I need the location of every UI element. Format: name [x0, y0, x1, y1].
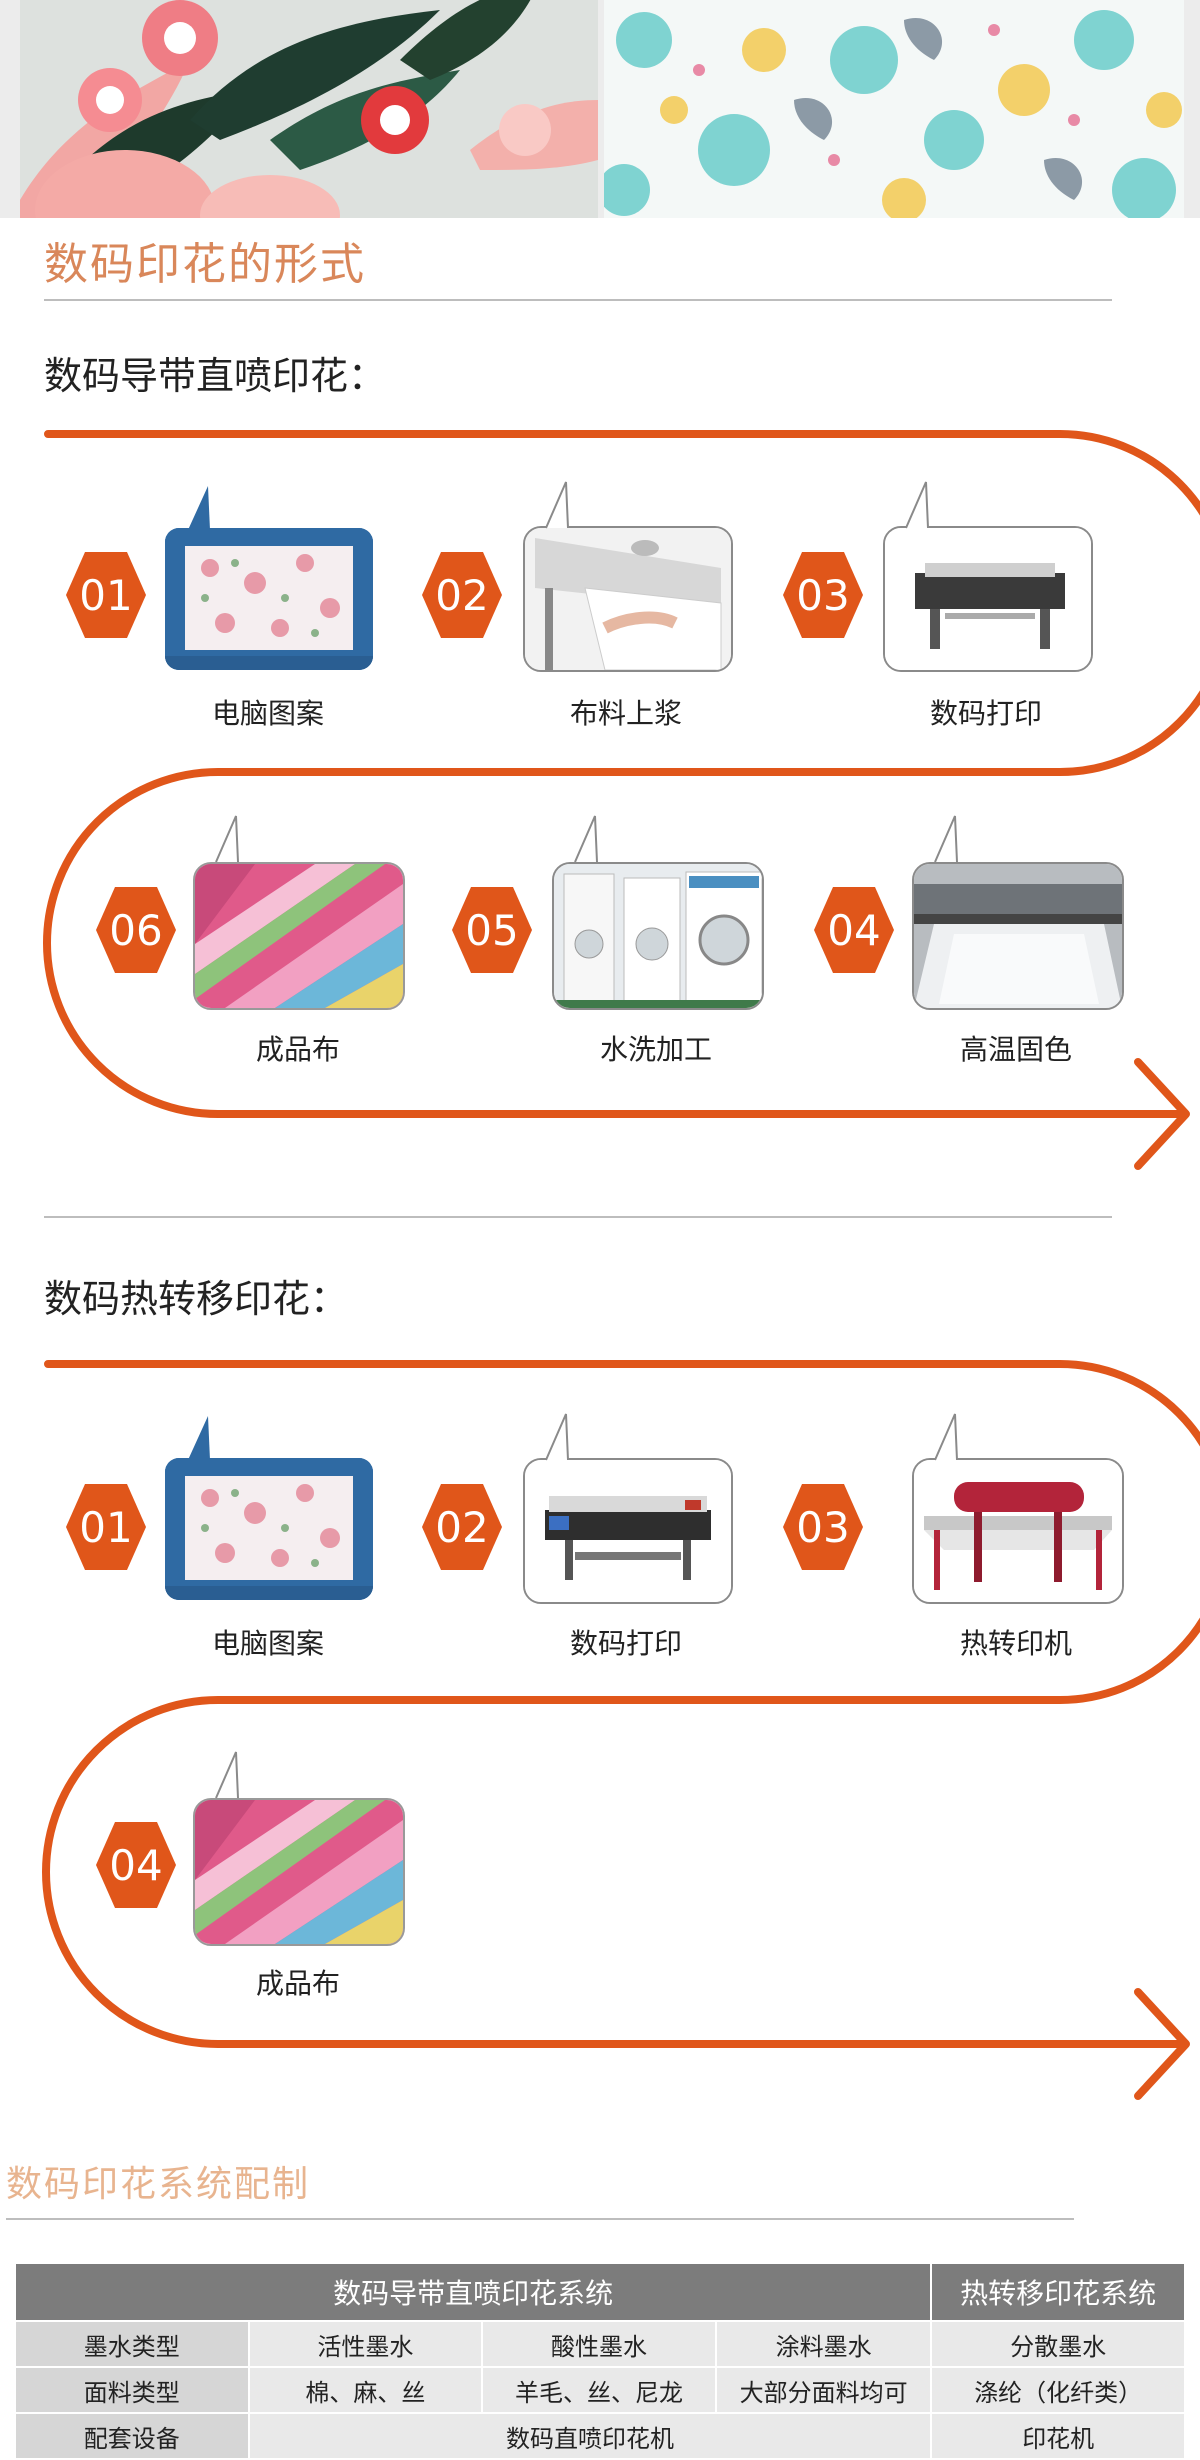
speech-tail	[188, 486, 210, 530]
step-label: 成品布	[255, 1033, 340, 1066]
system-config-table: 数码导带直喷印花系统 热转移印花系统 墨水类型 活性墨水 酸性墨水 涂料墨水 分…	[13, 2262, 1186, 2460]
divider	[6, 2218, 1074, 2220]
svg-text:02: 02	[435, 571, 488, 620]
speech-tail	[545, 481, 569, 529]
step-label: 数码打印	[929, 697, 1042, 730]
finished-fabric-image	[193, 862, 405, 1010]
table-row: 面料类型 棉、麻、丝 羊毛、丝、尼龙 大部分面料均可 涤纶（化纤类）	[14, 2366, 1186, 2414]
table-cell: 酸性墨水	[481, 2320, 717, 2368]
step-number-hexagon: 02	[422, 552, 502, 638]
step-label: 高温固色	[959, 1033, 1072, 1066]
step-number-hexagon: 04	[814, 887, 894, 973]
speech-tail	[215, 1751, 239, 1799]
speech-tail	[934, 815, 958, 863]
digital-printer-image	[523, 1458, 733, 1604]
svg-text:02: 02	[435, 1503, 488, 1552]
table-cell: 墨水类型	[14, 2320, 250, 2368]
transfer-print-title: 数码热转移印花：	[44, 1277, 349, 1321]
svg-text:01: 01	[79, 571, 132, 620]
section-title-system: 数码印花系统配制	[6, 2164, 311, 2205]
transfer-flow-path	[42, 1360, 1200, 2100]
step-label: 成品布	[255, 1967, 340, 2000]
table-cell: 活性墨水	[247, 2320, 484, 2368]
step-number-hexagon: 02	[422, 1484, 502, 1570]
high-temp-fixing-image	[912, 862, 1124, 1010]
svg-text:03: 03	[796, 1503, 849, 1552]
step-number-hexagon: 03	[783, 552, 863, 638]
computer-pattern-image	[165, 1458, 373, 1600]
table-cell: 涂料墨水	[714, 2320, 933, 2368]
table-cell: 数码直喷印花机	[247, 2412, 933, 2460]
table-cell: 大部分面料均可	[714, 2366, 933, 2414]
step-label: 水洗加工	[599, 1033, 712, 1066]
table-row: 墨水类型 活性墨水 酸性墨水 涂料墨水 分散墨水	[14, 2320, 1186, 2368]
speech-tail	[188, 1416, 210, 1460]
direct-flow-path	[43, 430, 1200, 1170]
section-title-forms: 数码印花的形式	[44, 239, 366, 290]
speech-tail	[545, 1413, 569, 1461]
floral-image-left	[20, 0, 598, 218]
direct-print-title: 数码导带直喷印花：	[44, 354, 387, 398]
step-number-hexagon: 06	[96, 887, 176, 973]
step-number-hexagon: 03	[783, 1484, 863, 1570]
speech-tail	[905, 481, 929, 529]
step-label: 电脑图案	[211, 1627, 324, 1660]
step-number-hexagon: 01	[66, 552, 146, 638]
svg-text:04: 04	[827, 906, 880, 955]
heat-press-image	[912, 1458, 1124, 1604]
washing-machine-image	[552, 862, 764, 1010]
step-number-hexagon: 01	[66, 1484, 146, 1570]
step-label: 布料上浆	[569, 697, 682, 730]
table-row: 配套设备 数码直喷印花机 印花机	[14, 2412, 1186, 2460]
svg-text:03: 03	[796, 571, 849, 620]
floral-image-right	[604, 0, 1184, 218]
floral-banner	[0, 0, 1200, 218]
table-header-row: 数码导带直喷印花系统 热转移印花系统	[13, 2262, 1186, 2322]
table-header-transfer: 热转移印花系统	[930, 2262, 1186, 2322]
table-cell: 棉、麻、丝	[247, 2366, 484, 2414]
speech-tail	[934, 1413, 958, 1461]
step-label: 热转印机	[959, 1627, 1072, 1660]
svg-text:01: 01	[79, 1503, 132, 1552]
table-cell: 印花机	[930, 2412, 1186, 2460]
svg-text:06: 06	[109, 906, 162, 955]
fabric-sizing-image	[523, 526, 733, 672]
speech-tail	[574, 815, 598, 863]
table-cell: 配套设备	[14, 2412, 250, 2460]
step-number-hexagon: 04	[96, 1822, 176, 1908]
divider	[44, 1216, 1112, 1218]
finished-fabric-image	[193, 1798, 405, 1946]
table-cell: 分散墨水	[930, 2320, 1186, 2368]
table-cell: 涤纶（化纤类）	[930, 2366, 1186, 2414]
computer-pattern-image	[165, 528, 373, 670]
step-label: 数码打印	[569, 1627, 682, 1660]
svg-text:04: 04	[109, 1841, 162, 1890]
divider	[44, 299, 1112, 301]
table-cell: 面料类型	[14, 2366, 250, 2414]
table-cell: 羊毛、丝、尼龙	[481, 2366, 717, 2414]
svg-text:05: 05	[465, 906, 518, 955]
step-label: 电脑图案	[211, 697, 324, 730]
speech-tail	[215, 815, 239, 863]
digital-printer-image	[883, 526, 1093, 672]
table-header-direct: 数码导带直喷印花系统	[13, 2262, 933, 2322]
step-number-hexagon: 05	[452, 887, 532, 973]
